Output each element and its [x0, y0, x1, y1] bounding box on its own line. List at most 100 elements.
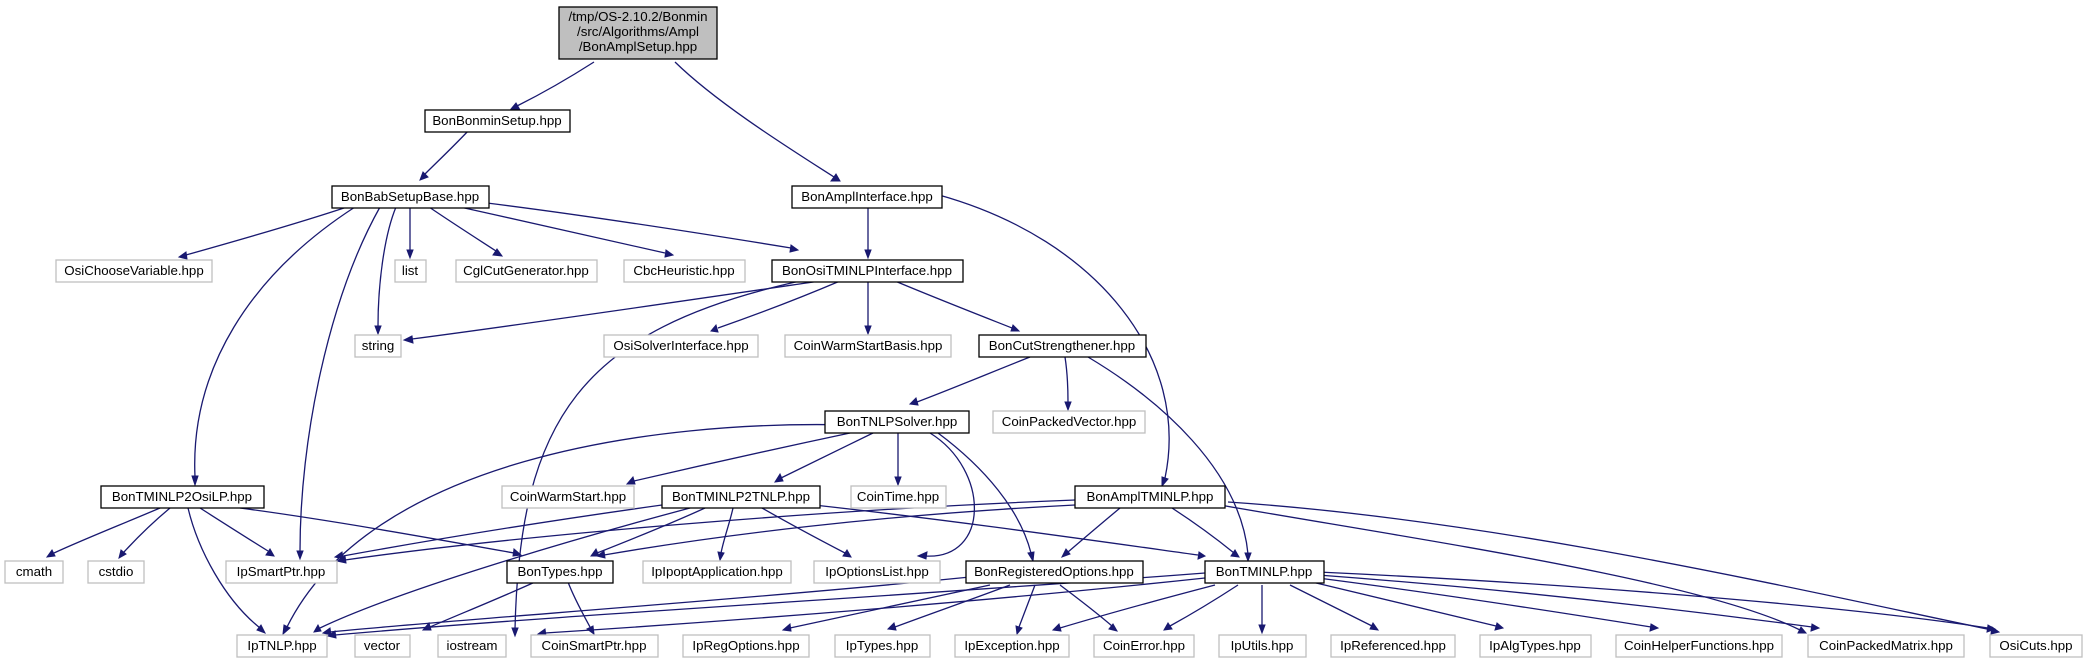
edge-bontminlp2tnlp-to-ipsmartptr — [333, 504, 663, 560]
node-bonregisteredoptions[interactable]: BonRegisteredOptions.hpp — [965, 560, 1144, 584]
node-coinerror[interactable]: CoinError.hpp — [1093, 634, 1195, 658]
node-bontnlpsolver[interactable]: BonTNLPSolver.hpp — [824, 410, 970, 434]
node-label-ipoptionslist: IpOptionsList.hpp — [825, 564, 929, 579]
node-iputils[interactable]: IpUtils.hpp — [1218, 634, 1307, 658]
node-bontminlp2osilp[interactable]: BonTMINLP2OsiLP.hpp — [100, 485, 265, 509]
node-label-bonbonminsetup: BonBonminSetup.hpp — [432, 113, 561, 128]
edge-bontminlp2osilp-to-cstdio — [118, 507, 171, 560]
edge-bontminlp-to-ipalgtypes — [1311, 581, 1505, 631]
root-node-label-line-3: /BonAmplSetup.hpp — [579, 39, 697, 54]
node-label-ipalgtypes: IpAlgTypes.hpp — [1489, 638, 1581, 653]
node-ipsmartptr[interactable]: IpSmartPtr.hpp — [225, 560, 338, 584]
edge-bonbabsetupbase-to-cglcutgenerator — [428, 206, 504, 257]
header-nodes: /tmp/OS-2.10.2/Bonmin /src/Algorithms/Am… — [4, 6, 2083, 658]
node-label-ipexception: IpException.hpp — [964, 638, 1059, 653]
edge-bontminlp2osilp-to-iptnlp — [187, 507, 267, 634]
node-cmath[interactable]: cmath — [4, 560, 64, 584]
node-bontminlp[interactable]: BonTMINLP.hpp — [1204, 560, 1325, 584]
node-label-bontminlp: BonTMINLP.hpp — [1216, 564, 1313, 579]
node-osisolverinterface[interactable]: OsiSolverInterface.hpp — [603, 334, 759, 358]
root-node-label-line-2: /src/Algorithms/Ampl — [577, 24, 699, 39]
node-label-iptypes: IpTypes.hpp — [846, 638, 918, 653]
edge-bontnlpsolver-to-ipoptionslist — [916, 432, 976, 560]
edge-bontminlp2tnlp-to-ipoptionslist — [761, 507, 852, 558]
edge-bontminlp2tnlp-to-bontypes — [590, 507, 706, 557]
node-ipregoptions[interactable]: IpRegOptions.hpp — [682, 634, 810, 658]
node-coinwarmstart[interactable]: CoinWarmStart.hpp — [501, 485, 635, 509]
edge-bonregisteredoptions-to-iptnlp — [321, 576, 971, 636]
edge-bontminlp-to-coinpackedmatrix — [1317, 574, 1821, 632]
node-bonamplinterface[interactable]: BonAmplInterface.hpp — [791, 185, 943, 209]
node-ipalgtypes[interactable]: IpAlgTypes.hpp — [1479, 634, 1592, 658]
node-iptnlp[interactable]: IpTNLP.hpp — [236, 634, 328, 658]
node-osicuts[interactable]: OsiCuts.hpp — [1989, 634, 2083, 658]
node-vector[interactable]: vector — [354, 634, 411, 658]
edge-bonbabsetupbase-to-list — [406, 207, 414, 260]
node-label-cglcutgenerator: CglCutGenerator.hpp — [463, 263, 589, 278]
edge-bonbabsetupbase-to-bontminlp2osilp — [191, 206, 356, 487]
node-coinpackedmatrix[interactable]: CoinPackedMatrix.hpp — [1807, 634, 1965, 658]
node-label-coinwarmstart: CoinWarmStart.hpp — [510, 489, 626, 504]
node-label-bontminlp2tnlp: BonTMINLP2TNLP.hpp — [672, 489, 810, 504]
node-coinhelperfunctions[interactable]: CoinHelperFunctions.hpp — [1615, 634, 1783, 658]
edge-bonampltminlp-to-bontminlp — [1171, 507, 1240, 558]
node-label-bontypes: BonTypes.hpp — [517, 564, 602, 579]
node-bontminlp2tnlp[interactable]: BonTMINLP2TNLP.hpp — [661, 485, 821, 509]
edge-bonositminlpinterface-to-string — [402, 280, 821, 344]
node-label-osichoosevariable: OsiChooseVariable.hpp — [64, 263, 203, 278]
node-osichoosevariable[interactable]: OsiChooseVariable.hpp — [55, 259, 213, 283]
node-ipexception[interactable]: IpException.hpp — [954, 634, 1070, 658]
node-cointime[interactable]: CoinTime.hpp — [850, 485, 947, 509]
node-label-coinsmartptr: CoinSmartPtr.hpp — [542, 638, 647, 653]
node-cstdio[interactable]: cstdio — [87, 560, 145, 584]
node-label-cbcheuristic: CbcHeuristic.hpp — [633, 263, 734, 278]
edge-bontminlp2osilp-to-ipsmartptr — [199, 507, 275, 557]
node-list[interactable]: list — [394, 259, 427, 283]
edge-bontypes-to-coinsmartptr — [567, 581, 595, 636]
edge-bonbabsetupbase-to-ipsmartptr — [296, 206, 381, 561]
node-bontypes[interactable]: BonTypes.hpp — [506, 560, 614, 584]
node-bonbonminsetup[interactable]: BonBonminSetup.hpp — [424, 109, 571, 133]
node-ipreferenced[interactable]: IpReferenced.hpp — [1330, 634, 1456, 658]
node-coinsmartptr[interactable]: CoinSmartPtr.hpp — [530, 634, 659, 658]
node-label-string: string — [362, 338, 395, 353]
node-label-coinwarmstartbasis: CoinWarmStartBasis.hpp — [794, 338, 943, 353]
node-ipoptionslist[interactable]: IpOptionsList.hpp — [813, 560, 941, 584]
node-label-osisolverinterface: OsiSolverInterface.hpp — [613, 338, 748, 353]
edge-bontminlp-to-coinerror — [1163, 584, 1239, 631]
node-bonositminlpinterface[interactable]: BonOsiTMINLPInterface.hpp — [771, 259, 964, 283]
node-label-coinpackedmatrix: CoinPackedMatrix.hpp — [1819, 638, 1953, 653]
node-iptypes[interactable]: IpTypes.hpp — [834, 634, 931, 658]
node-string[interactable]: string — [354, 334, 402, 358]
edge-bonampltminlp-to-bontypes — [595, 504, 1076, 559]
node-bonampltminlp[interactable]: BonAmplTMINLP.hpp — [1074, 485, 1226, 509]
node-bonbabsetupbase[interactable]: BonBabSetupBase.hpp — [331, 185, 490, 209]
edge-boncutstrengthener-to-bontminlp — [1087, 356, 1252, 563]
edge-bonregisteredoptions-to-ipexception — [1015, 584, 1036, 636]
edge-bontnlpsolver-to-bontminlp2tnlp — [774, 432, 874, 483]
node-ipipoptapplication[interactable]: IpIpoptApplication.hpp — [642, 560, 792, 584]
node-label-bontnlpsolver: BonTNLPSolver.hpp — [837, 414, 957, 429]
node-label-bonositminlpinterface: BonOsiTMINLPInterface.hpp — [782, 263, 952, 278]
node-iostream[interactable]: iostream — [437, 634, 507, 658]
edge-bontminlp-to-ipreferenced — [1289, 584, 1380, 631]
root-node-bonamplsetup[interactable]: /tmp/OS-2.10.2/Bonmin /src/Algorithms/Am… — [558, 6, 718, 60]
node-coinpackedvector[interactable]: CoinPackedVector.hpp — [992, 410, 1146, 434]
node-coinwarmstartbasis[interactable]: CoinWarmStartBasis.hpp — [784, 334, 952, 358]
node-cglcutgenerator[interactable]: CglCutGenerator.hpp — [455, 259, 598, 283]
node-label-ipregoptions: IpRegOptions.hpp — [692, 638, 799, 653]
node-boncutstrengthener[interactable]: BonCutStrengthener.hpp — [978, 334, 1147, 358]
edge-bonampltminlp-to-ipsmartptr — [335, 499, 1076, 564]
edge-bonampltminlp-to-bonregisteredoptions — [1060, 507, 1121, 558]
edge-bontminlp2tnlp-to-bontminlp — [813, 504, 1207, 560]
edge-bonbabsetupbase-to-string — [374, 206, 397, 336]
edge-bonositminlpinterface-to-boncutstrengthener — [894, 280, 1021, 332]
node-label-ipsmartptr: IpSmartPtr.hpp — [237, 564, 326, 579]
edge-root-to-bonamplinterface — [674, 61, 841, 182]
edge-bonositminlpinterface-to-osisolverinterface — [710, 280, 841, 333]
edge-root-to-bonbonminsetup — [510, 61, 595, 111]
node-cbcheuristic[interactable]: CbcHeuristic.hpp — [623, 259, 746, 283]
node-label-coinpackedvector: CoinPackedVector.hpp — [1002, 414, 1137, 429]
node-label-coinerror: CoinError.hpp — [1103, 638, 1185, 653]
edge-bonositminlpinterface-to-iostream — [511, 280, 801, 638]
